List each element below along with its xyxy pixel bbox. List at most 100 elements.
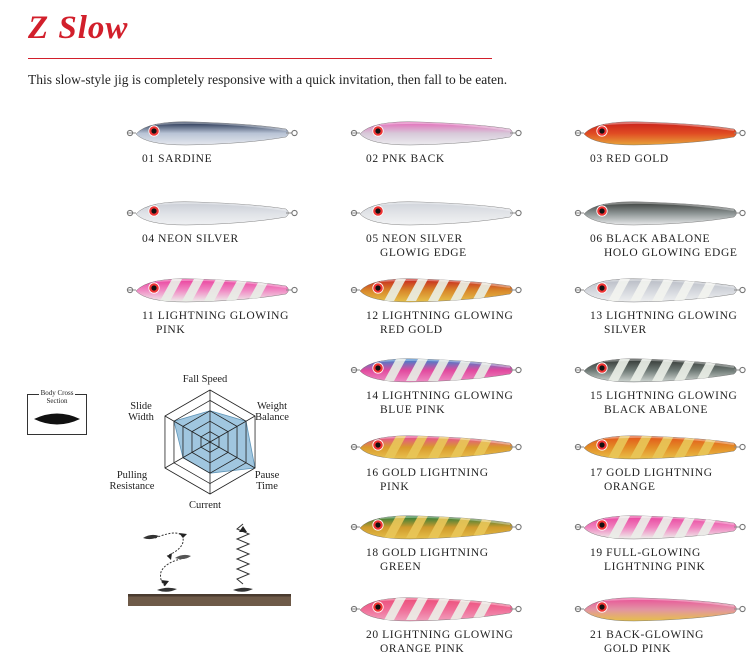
lure-item: 16 GOLD LIGHTNING PINK xyxy=(350,432,540,502)
radar-label-current: Current xyxy=(188,500,222,511)
lure-item: 04 NEON SILVER xyxy=(126,198,316,268)
lure-name: 02 PNK BACK xyxy=(366,153,445,165)
lure-image xyxy=(350,435,522,460)
lure-label: 01 SARDINE xyxy=(142,152,212,166)
lure-name: 04 NEON SILVER xyxy=(142,233,239,245)
lure-name: 06 BLACK ABALONE xyxy=(590,233,711,245)
lure-image xyxy=(574,515,746,540)
lure-item: 15 LIGHTNING GLOWING BLACK ABALONE xyxy=(574,355,752,425)
lure-name-line2: BLUE PINK xyxy=(380,404,446,416)
body-cross-section-box: Body Cross Section xyxy=(27,389,87,435)
lure-image xyxy=(574,358,746,383)
lure-name: 03 RED GOLD xyxy=(590,153,669,165)
radar-label-fall-speed: Fall Speed xyxy=(182,374,228,385)
page-title: Z Slow xyxy=(28,10,129,46)
lure-item: 12 LIGHTNING GLOWING RED GOLD xyxy=(350,275,540,345)
lure-name: 12 LIGHTNING GLOWING xyxy=(366,310,514,322)
lure-name: 14 LIGHTNING GLOWING xyxy=(366,390,514,402)
lure-label: 11 LIGHTNING GLOWING PINK xyxy=(142,309,289,337)
lure-item: 17 GOLD LIGHTNING ORANGE xyxy=(574,432,752,502)
lure-name-line2: LIGHTNING PINK xyxy=(604,561,706,573)
radar-grid-overlay xyxy=(164,389,256,495)
radar-value-area xyxy=(173,410,256,474)
lure-image xyxy=(350,515,522,540)
lure-name-line2: GLOWIG EDGE xyxy=(380,247,467,259)
lure-image xyxy=(350,121,522,146)
lure-item: 19 FULL-GLOWING LIGHTNING PINK xyxy=(574,512,752,582)
lure-name: 21 BACK-GLOWING xyxy=(590,629,705,641)
cross-section-shape-icon xyxy=(34,413,80,425)
lure-name-line2: HOLO GLOWING EDGE xyxy=(604,247,738,259)
lure-name: 01 SARDINE xyxy=(142,153,213,165)
lure-label: 13 LIGHTNING GLOWING SILVER xyxy=(590,309,737,337)
motion-arrows xyxy=(161,533,187,586)
lure-name: 16 GOLD LIGHTNING xyxy=(366,467,489,479)
performance-radar-chart xyxy=(164,389,256,495)
lure-name-line2: BLACK ABALONE xyxy=(604,404,708,416)
seabed xyxy=(128,594,291,606)
lure-label: 14 LIGHTNING GLOWING BLUE PINK xyxy=(366,389,513,417)
lure-image xyxy=(126,201,298,226)
jig-action-diagram xyxy=(128,523,291,606)
lure-image xyxy=(350,201,522,226)
title-underline xyxy=(28,58,492,59)
lure-name-line2: PINK xyxy=(380,481,410,493)
lure-name: 18 GOLD LIGHTNING xyxy=(366,547,489,559)
lure-name-line2: GREEN xyxy=(380,561,422,573)
page-subtitle: This slow-style jig is completely respon… xyxy=(28,72,508,87)
lure-name-line2: PINK xyxy=(156,324,186,336)
lure-name-line2: ORANGE xyxy=(604,481,656,493)
lure-item: 14 LIGHTNING GLOWING BLUE PINK xyxy=(350,355,540,425)
lure-name: 17 GOLD LIGHTNING xyxy=(590,467,713,479)
lure-name-line2: ORANGE PINK xyxy=(380,643,465,655)
lure-item: 18 GOLD LIGHTNING GREEN xyxy=(350,512,540,582)
lure-item: 02 PNK BACK xyxy=(350,118,540,188)
lure-label: 04 NEON SILVER xyxy=(142,232,239,246)
lure-label: 12 LIGHTNING GLOWING RED GOLD xyxy=(366,309,513,337)
lure-name: 19 FULL-GLOWING xyxy=(590,547,701,559)
slide-motion-path xyxy=(154,532,186,587)
radar-axis xyxy=(209,415,256,443)
lure-label: 18 GOLD LIGHTNING GREEN xyxy=(366,546,489,574)
lure-name: 05 NEON SILVER xyxy=(366,233,463,245)
lure-label: 15 LIGHTNING GLOWING BLACK ABALONE xyxy=(590,389,737,417)
lure-item: 01 SARDINE xyxy=(126,118,316,188)
lure-label: 06 BLACK ABALONE HOLO GLOWING EDGE xyxy=(590,232,737,260)
lure-image xyxy=(574,278,746,303)
radar-axis xyxy=(209,441,256,469)
lure-image xyxy=(574,201,746,226)
lure-label: 20 LIGHTNING GLOWING ORANGE PINK xyxy=(366,628,513,656)
lure-image xyxy=(350,278,522,303)
radar-axis xyxy=(164,441,211,469)
lure-item: 05 NEON SILVER GLOWIG EDGE xyxy=(350,198,540,268)
lure-name-line2: SILVER xyxy=(604,324,647,336)
lure-item: 21 BACK-GLOWING GOLD PINK xyxy=(574,594,752,664)
pause-zigzag-path xyxy=(235,523,251,585)
lure-item: 11 LIGHTNING GLOWING PINK xyxy=(126,275,316,345)
lure-name: 20 LIGHTNING GLOWING xyxy=(366,629,514,641)
lure-label: 21 BACK-GLOWING GOLD PINK xyxy=(590,628,704,656)
lure-name-line2: RED GOLD xyxy=(380,324,443,336)
lure-image xyxy=(350,597,522,622)
lure-image xyxy=(126,121,298,146)
lure-name-line2: GOLD PINK xyxy=(604,643,672,655)
lure-name: 13 LIGHTNING GLOWING xyxy=(590,310,738,322)
lure-image xyxy=(574,597,746,622)
body-cross-section-label: Body Cross Section xyxy=(38,389,76,405)
lure-label: 05 NEON SILVER GLOWIG EDGE xyxy=(366,232,467,260)
lure-image xyxy=(126,278,298,303)
lure-label: 19 FULL-GLOWING LIGHTNING PINK xyxy=(590,546,705,574)
radar-axis xyxy=(164,415,211,443)
lure-name: 15 LIGHTNING GLOWING xyxy=(590,390,738,402)
lure-item: 06 BLACK ABALONE HOLO GLOWING EDGE xyxy=(574,198,752,268)
lure-image xyxy=(350,358,522,383)
lure-label: 02 PNK BACK xyxy=(366,152,445,166)
jig-silhouettes xyxy=(143,534,253,592)
lure-label: 03 RED GOLD xyxy=(590,152,669,166)
lure-image xyxy=(574,121,746,146)
lure-label: 16 GOLD LIGHTNING PINK xyxy=(366,466,489,494)
